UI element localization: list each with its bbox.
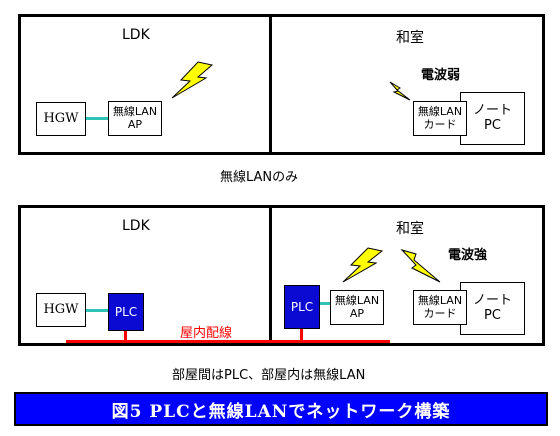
pc-label-line1: ノート	[472, 102, 512, 118]
ap-label-line2: AP	[127, 117, 143, 131]
caption-wireless-only: 無線LANのみ	[220, 170, 299, 185]
indoor-wiring-drop-left	[124, 331, 127, 341]
indoor-wiring-drop-right	[300, 329, 303, 341]
hgw-box: HGW	[36, 293, 86, 327]
house-diagram-1	[18, 14, 545, 155]
pc-box: ノート PC	[460, 282, 525, 335]
ap-label-line1: 無線LAN	[112, 104, 158, 118]
signal-strong-label: 電波強	[448, 248, 488, 263]
room-label-washitsu: 和室	[396, 30, 424, 46]
wireless-card-box: 無線LAN カード	[413, 290, 467, 325]
ap-label-line1: 無線LAN	[334, 293, 380, 307]
hgw-label: HGW	[43, 110, 79, 126]
wireless-card-box: 無線LAN カード	[413, 101, 467, 136]
wireless-ap-box: 無線LAN AP	[330, 290, 384, 325]
room-divider	[269, 14, 272, 155]
figure-title: 図5 PLCと無線LANでネットワーク構築	[111, 401, 451, 422]
pc-label-line1: ノート	[472, 292, 512, 308]
card-label-line2: カード	[423, 117, 457, 131]
ethernet-cable	[320, 302, 330, 305]
plc-right-label: PLC	[290, 300, 314, 314]
caption-plc-and-wireless: 部屋間はPLC、部屋内は無線LAN	[172, 368, 366, 383]
room-label-ldk: LDK	[122, 27, 150, 43]
lightning-bolt-icon	[171, 61, 214, 99]
signal-weak-label: 電波弱	[421, 68, 461, 83]
room-divider	[269, 205, 272, 346]
wireless-ap-box: 無線LAN AP	[108, 101, 162, 136]
ethernet-cable	[86, 309, 108, 312]
lightning-bolt-small-icon	[389, 81, 411, 101]
figure-title-banner: 図5 PLCと無線LANでネットワーク構築	[14, 392, 548, 426]
card-label-line1: 無線LAN	[417, 104, 463, 118]
room-label-washitsu: 和室	[396, 221, 424, 237]
indoor-wiring-label: 屋内配線	[180, 326, 233, 341]
plc-adapter-left: PLC	[108, 293, 144, 331]
lightning-bolt-icon	[400, 249, 441, 283]
hgw-box: HGW	[36, 102, 86, 136]
ethernet-cable	[86, 117, 108, 120]
lightning-bolt-icon	[342, 247, 384, 283]
plc-left-label: PLC	[114, 305, 138, 319]
card-label-line2: カード	[423, 306, 457, 320]
indoor-wiring-line	[66, 340, 390, 343]
pc-box: ノート PC	[460, 92, 525, 145]
hgw-label: HGW	[43, 301, 79, 317]
pc-label-line2: PC	[484, 117, 501, 133]
ap-label-line2: AP	[349, 306, 365, 320]
card-label-line1: 無線LAN	[417, 293, 463, 307]
plc-adapter-right: PLC	[284, 285, 320, 329]
room-label-ldk: LDK	[122, 218, 150, 234]
pc-label-line2: PC	[484, 307, 501, 323]
